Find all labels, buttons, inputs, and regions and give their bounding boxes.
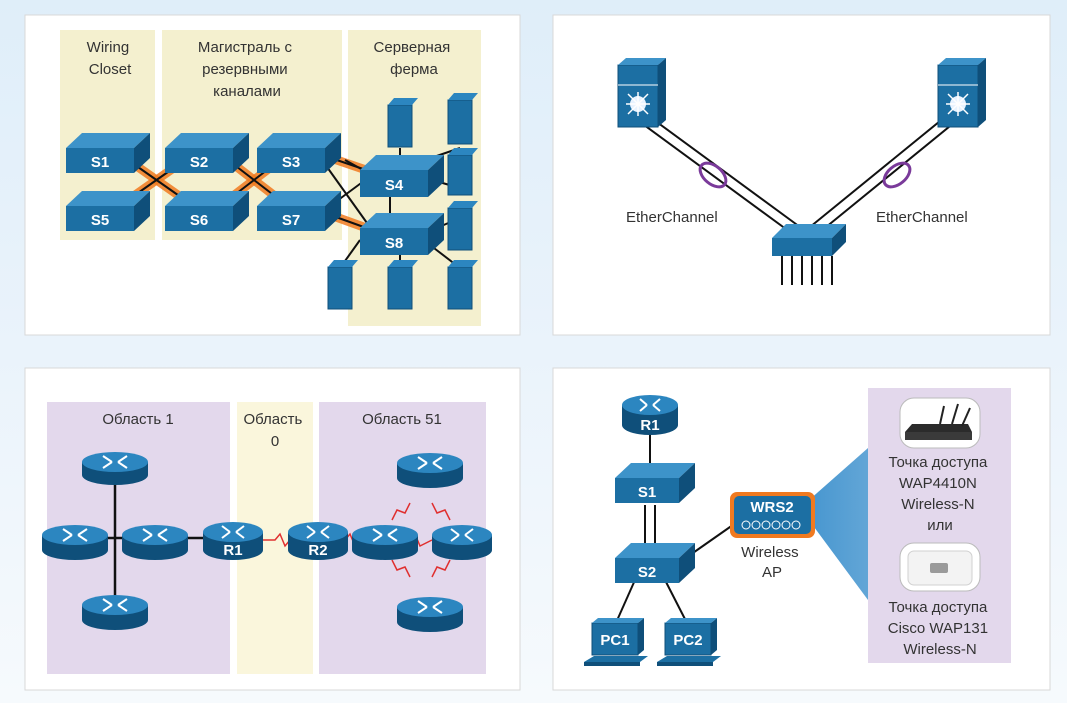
- panel-redundant-switches: Wiring Closet Магистраль с резервными ка…: [24, 14, 521, 336]
- pc-label: PC1: [600, 632, 629, 649]
- router-area1-bottom: [82, 595, 148, 630]
- etherchannel-ring: [698, 161, 728, 189]
- server-icon: [327, 266, 353, 310]
- pc-pc2: PC2: [657, 618, 721, 666]
- switch-s7: S7: [257, 191, 341, 231]
- switch-s1: S1: [66, 133, 150, 173]
- router-r1: R1: [203, 522, 263, 560]
- ap-photo-wap4410n: [899, 397, 981, 449]
- wireless-ap-label: Wireless AP: [741, 544, 803, 581]
- ap1-caption: Точка доступа WAP4410N Wireless-N или: [889, 454, 992, 534]
- server-icon: [387, 104, 413, 148]
- pc-label: PC2: [673, 632, 702, 649]
- access-switch: [772, 224, 846, 285]
- router-area51-bottom: [397, 597, 463, 632]
- switch-s6: S6: [165, 191, 249, 231]
- router-area1-center: [122, 525, 188, 560]
- switch-label: S1: [91, 154, 109, 171]
- wireless-beam: [800, 448, 868, 600]
- switch-s3: S3: [257, 133, 341, 173]
- switch-label: S6: [190, 212, 208, 229]
- ap2-caption: Точка доступа Cisco WAP131 Wireless-N: [888, 599, 992, 658]
- switch-s1-wireless: S1: [615, 463, 695, 503]
- wireless-router-wrs2: WRS2: [730, 492, 815, 538]
- switch-label: S5: [91, 212, 109, 229]
- switch-s4: S4: [360, 155, 444, 197]
- switch-s5: S5: [66, 191, 150, 231]
- switch-s8: S8: [360, 213, 444, 255]
- server-icon: [447, 207, 473, 251]
- router-label: R1: [223, 542, 242, 559]
- multilayer-switch-left: [617, 58, 666, 128]
- zone-label-wiring-closet: Wiring Closet: [87, 39, 134, 78]
- server-icon: [387, 266, 413, 310]
- switch-s2: S2: [165, 133, 249, 173]
- servers: [327, 99, 473, 310]
- etherchannel-label-right: EtherChannel: [876, 209, 968, 226]
- router-area51-left: [352, 525, 418, 560]
- zone-label-area-51: Область 51: [362, 411, 442, 428]
- router-area1-left: [42, 525, 108, 560]
- router-area51-right: [432, 525, 492, 560]
- switch-s2-wireless: S2: [615, 543, 695, 583]
- panel-etherchannel: EtherChannel EtherChannel: [552, 14, 1051, 336]
- etherchannel-ring: [882, 161, 912, 189]
- switch-label: S8: [385, 235, 403, 252]
- switch-label: S2: [638, 564, 656, 581]
- pc-pc1: PC1: [584, 618, 648, 666]
- router-label: R1: [640, 417, 659, 434]
- server-icon: [447, 99, 473, 145]
- zone-label-area-1: Область 1: [102, 411, 173, 428]
- etherchannel-label-left: EtherChannel: [626, 209, 718, 226]
- switch-label: S4: [385, 177, 404, 194]
- wrs-label: WRS2: [750, 499, 793, 516]
- zone-label-backbone: Магистраль с резервными каналами: [198, 39, 296, 100]
- panel-wireless: R1 S1 S2 WRS2 Wireless AP: [552, 367, 1051, 691]
- switch-label: S1: [638, 484, 656, 501]
- zone-label-area-0: Область 0: [243, 411, 306, 450]
- router-label: R2: [308, 542, 327, 559]
- router-area51-top: [397, 453, 463, 488]
- router-r2: R2: [288, 522, 348, 560]
- etherchannel-links: [639, 116, 956, 233]
- server-icon: [447, 154, 473, 196]
- multilayer-switch-right: [937, 58, 986, 128]
- switch-label: S7: [282, 212, 300, 229]
- zone-label-server-farm: Серверная ферма: [374, 39, 455, 78]
- router-area1-top: [82, 452, 148, 485]
- ap-photo-wap131: [899, 542, 981, 592]
- router-r1-wireless: R1: [622, 395, 678, 435]
- switch-label: S3: [282, 154, 300, 171]
- switch-label: S2: [190, 154, 208, 171]
- server-icon: [447, 266, 473, 310]
- panel-ospf-areas: Область 1 Область 0 Область 51: [24, 367, 521, 691]
